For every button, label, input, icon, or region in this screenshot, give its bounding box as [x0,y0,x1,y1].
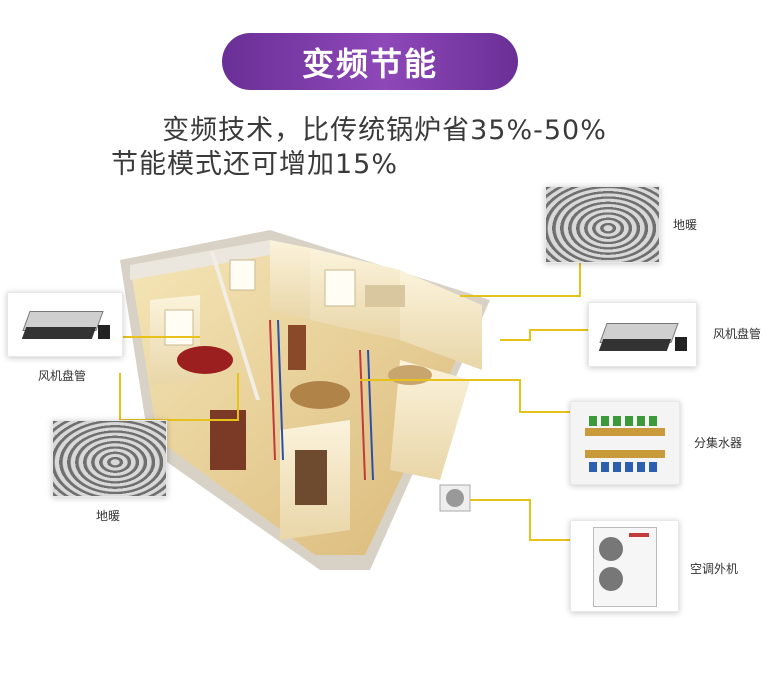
subtitle-line-2: 节能模式还可增加15% [110,149,398,180]
floor-heating-label-left: 地暖 [96,509,121,523]
outdoor-unit-photo [570,520,679,612]
manifold-label: 分集水器 [694,436,743,450]
fan-coil-label-left: 风机盘管 [38,369,87,383]
floor-heating-photo-left [52,420,167,497]
outdoor-unit-label: 空调外机 [690,562,739,576]
fan-coil-photo-right [588,302,697,367]
page-title: 变频节能 [222,33,518,90]
floor-heating-label-top: 地暖 [673,218,698,232]
subtitle-line-1: 变频技术，比传统锅炉省35%-50% [162,115,607,146]
manifold-photo [570,401,680,485]
house-cutaway-illustration [120,230,490,570]
floor-heating-photo-top [545,186,660,263]
fan-coil-label-right: 风机盘管 [713,327,762,341]
fan-coil-photo-left [7,292,123,357]
